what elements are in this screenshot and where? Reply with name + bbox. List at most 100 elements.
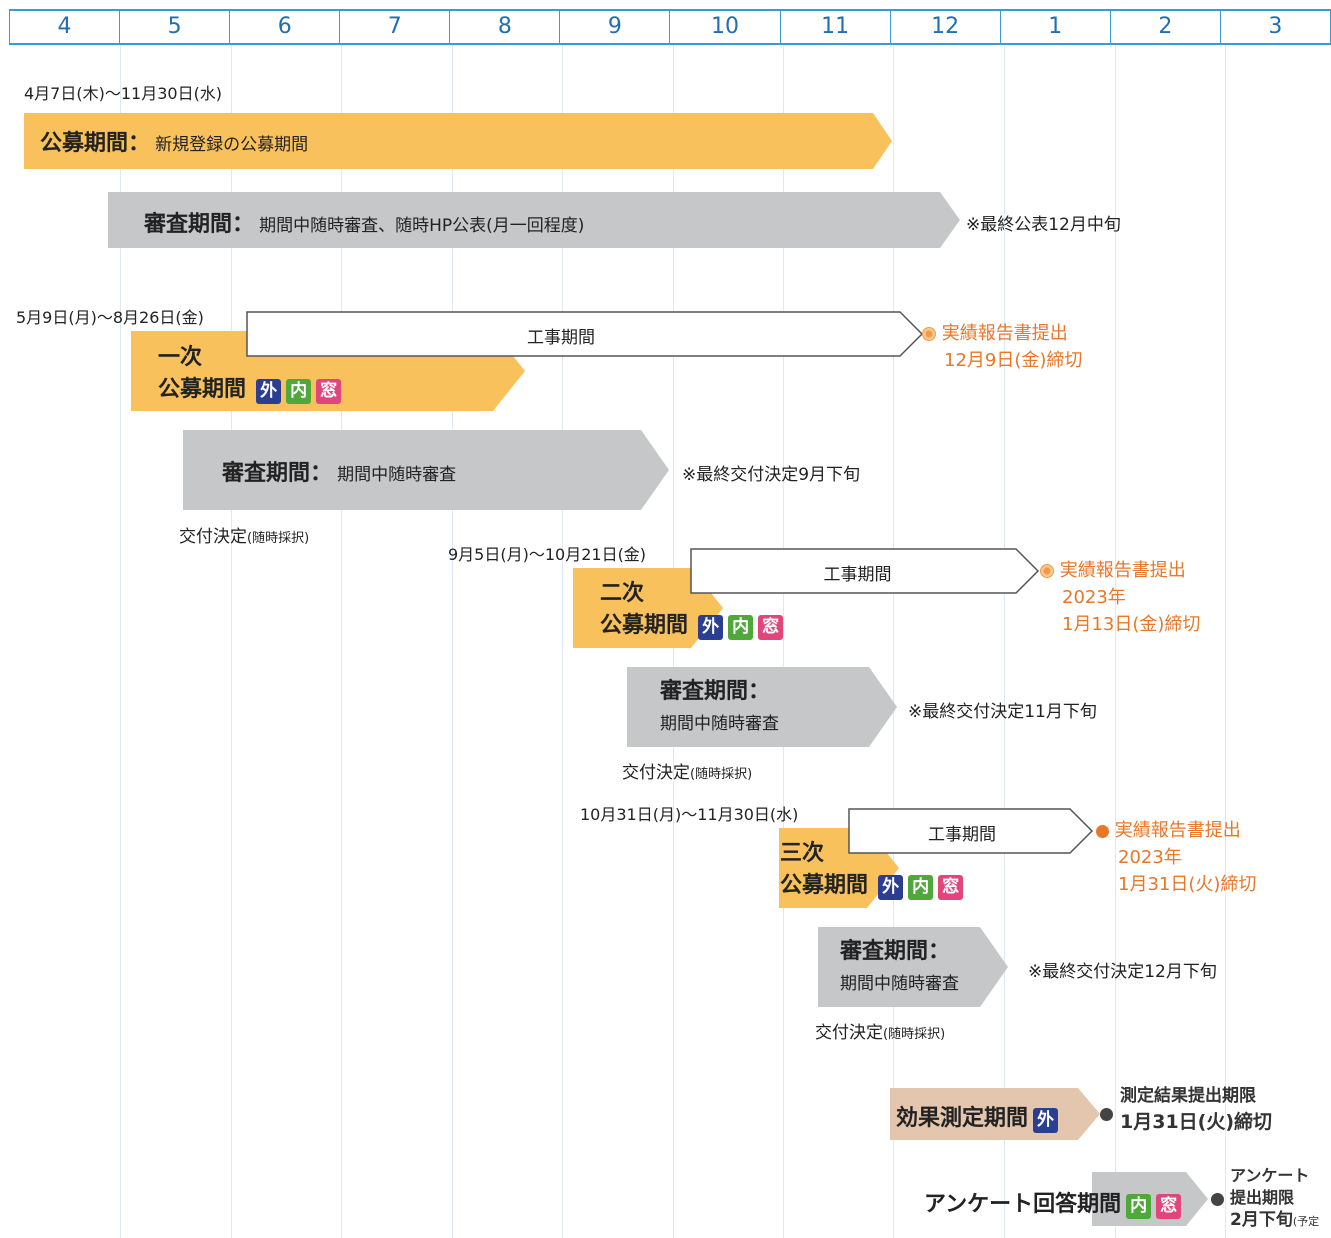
round1-report-line1: 実績報告書提出 [941, 323, 1068, 344]
round2-grant-small: (随時採択) [690, 767, 753, 782]
interior-badge-icon: 内 [1126, 1194, 1152, 1219]
round2-report-line1: 実績報告書提出 [1059, 560, 1186, 581]
main-public-sub: 新規登録の公募期間 [155, 135, 309, 155]
round3-title-line2: 公募期間 [780, 873, 869, 898]
gridline [783, 45, 784, 1238]
gridline [231, 45, 232, 1238]
window-badge-icon: 窓 [1156, 1194, 1182, 1219]
month-cell: 12 [891, 11, 1001, 43]
gridline [120, 45, 121, 1238]
effect-title: 効果測定期間 [896, 1106, 1029, 1131]
gridline [1225, 45, 1226, 1238]
round3-grant-small: (随時採択) [883, 1027, 946, 1042]
round3-review-sub: 期間中随時審査 [840, 974, 959, 994]
round3-title-line1: 三次 [780, 841, 825, 866]
round2-public-label: 二次 公募期間 外内窓 [600, 578, 784, 643]
round1-grant-label: 交付決定 [179, 527, 247, 547]
main-review-note: ※最終公表12月中旬 [966, 215, 1121, 235]
month-cell: 1 [1001, 11, 1111, 43]
round2-title-line2: 公募期間 [600, 613, 689, 638]
flower-bullet-icon [1040, 564, 1054, 578]
effect-arrow [890, 1088, 1100, 1140]
round2-report-line2: 2023年 [1062, 587, 1126, 608]
round2-grant: 交付決定(随時採択) [622, 758, 752, 783]
round3-report: 実績報告書提出 2023年 1月31日(火)締切 [1096, 817, 1256, 898]
gridline [562, 45, 563, 1238]
round1-title-line1: 一次 [158, 345, 203, 370]
round3-report-line1: 実績報告書提出 [1114, 820, 1241, 841]
round1-title-line2: 公募期間 [158, 377, 247, 402]
round3-construction-label: 工事期間 [928, 825, 996, 845]
exterior-badge-icon: 外 [698, 615, 724, 640]
round3-report-line2: 2023年 [1118, 847, 1182, 868]
round1-public-label: 一次 公募期間 外内窓 [158, 342, 342, 407]
black-dot-icon [1100, 1108, 1113, 1121]
month-header: 4 5 6 7 8 9 10 11 12 1 2 3 [9, 9, 1331, 45]
round2-title-line1: 二次 [600, 581, 645, 606]
round2-grant-label: 交付決定 [622, 763, 690, 783]
gridline [452, 45, 453, 1238]
round2-review-label: 審査期間： 期間中随時審査 [660, 676, 779, 740]
round2-review-sub: 期間中随時審査 [660, 714, 779, 734]
gridline [893, 45, 894, 1238]
round1-date: 5月9日(月)〜8月26日(金) [16, 308, 204, 327]
survey-label: アンケート回答期間内窓 [924, 1186, 1182, 1219]
round1-review-arrow [183, 430, 669, 510]
round2-report-line3: 1月13日(金)締切 [1062, 614, 1201, 635]
month-cell: 10 [670, 11, 781, 43]
round1-review-title: 審査期間： [222, 461, 333, 486]
month-cell: 5 [120, 11, 231, 43]
round1-construction-arrow [246, 311, 924, 357]
window-badge-icon: 窓 [938, 875, 964, 900]
exterior-badge-icon: 外 [256, 379, 282, 404]
main-public-arrow [24, 113, 892, 169]
interior-badge-icon: 内 [728, 615, 754, 640]
round3-report-line3: 1月31日(火)締切 [1118, 874, 1257, 895]
round3-review-label: 審査期間： 期間中随時審査 [840, 936, 959, 1000]
round1-construction-label: 工事期間 [527, 328, 595, 348]
round1-review-label: 審査期間： 期間中随時審査 [222, 455, 456, 487]
effect-deadline-date: 1月31日(火)締切 [1120, 1111, 1273, 1133]
effect-label: 効果測定期間外 [896, 1100, 1059, 1133]
round3-review-arrow [818, 927, 1008, 1007]
survey-deadline-small: (予定 [1292, 1215, 1320, 1228]
main-public-title: 公募期間： [40, 131, 151, 156]
round3-grant-label: 交付決定 [815, 1023, 883, 1043]
flower-bullet-icon [922, 327, 936, 341]
round1-report-line2: 12月9日(金)締切 [944, 350, 1083, 371]
effect-deadline: 測定結果提出期限 1月31日(火)締切 [1120, 1083, 1272, 1135]
survey-title: アンケート回答期間 [924, 1192, 1122, 1217]
round3-public-label: 三次 公募期間 外内窓 [780, 838, 964, 903]
survey-deadline-date: 2月下旬 [1230, 1210, 1293, 1230]
round3-grant: 交付決定(随時採択) [815, 1018, 945, 1043]
main-review-title: 審査期間： [144, 212, 255, 237]
window-badge-icon: 窓 [316, 379, 342, 404]
round1-grant: 交付決定(随時採択) [179, 522, 309, 547]
orange-dot-icon [1096, 824, 1109, 838]
effect-deadline-label: 測定結果提出期限 [1120, 1086, 1256, 1106]
survey-label2: 提出期限 [1230, 1188, 1295, 1207]
round2-construction-label: 工事期間 [823, 565, 892, 585]
month-cell: 4 [10, 11, 121, 43]
month-cell: 11 [781, 11, 891, 43]
round2-review-title: 審査期間： [660, 679, 771, 704]
window-badge-icon: 窓 [758, 615, 784, 640]
main-review-arrow [108, 192, 960, 248]
round2-construction-arrow [690, 548, 1040, 594]
main-date: 4月7日(木)〜11月30日(水) [24, 84, 223, 103]
month-cell: 9 [560, 11, 671, 43]
exterior-badge-icon: 外 [1033, 1108, 1059, 1133]
month-cell: 8 [450, 11, 561, 43]
main-review-sub: 期間中随時審査、随時HP公表(月一回程度) [259, 216, 585, 236]
survey-deadline: アンケート 提出期限 2月下旬(予定 [1230, 1165, 1319, 1233]
round2-date: 9月5日(月)〜10月21日(金) [448, 545, 647, 564]
main-review-label: 審査期間： 期間中随時審査、随時HP公表(月一回程度) [144, 206, 584, 238]
round3-date: 10月31日(月)〜11月30日(水) [580, 805, 799, 824]
round2-report: 実績報告書提出 2023年 1月13日(金)締切 [1040, 557, 1200, 638]
black-dot-icon [1211, 1193, 1224, 1206]
gridline [341, 45, 342, 1238]
round2-review-arrow [627, 667, 897, 747]
exterior-badge-icon: 外 [878, 875, 904, 900]
month-cell: 3 [1221, 11, 1331, 43]
round3-review-title: 審査期間： [840, 939, 951, 964]
